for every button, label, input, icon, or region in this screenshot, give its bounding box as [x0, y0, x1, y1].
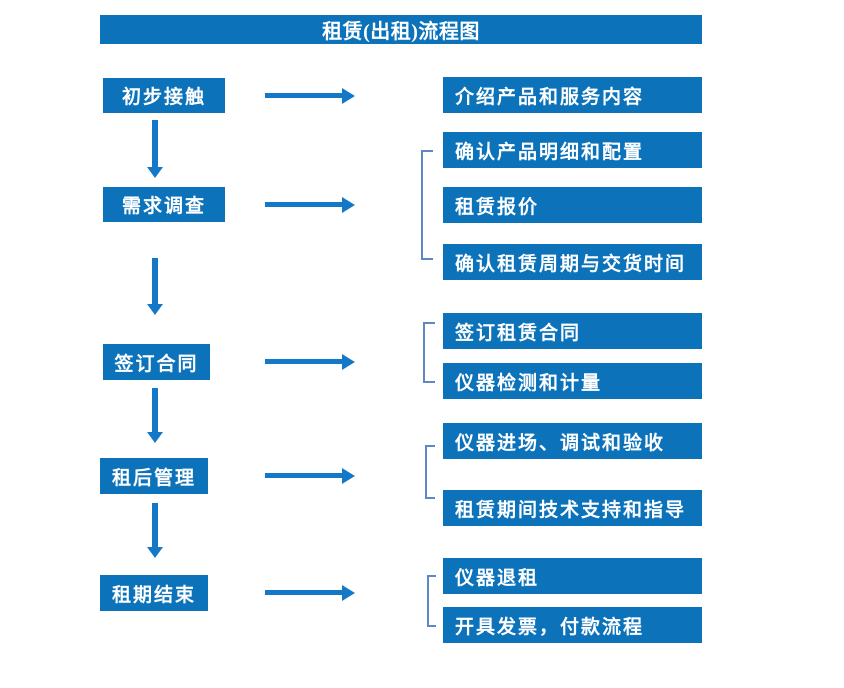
bracket-connector [427, 575, 436, 627]
arrow-right-icon [265, 473, 342, 478]
detail-box-rental-quotation: 租赁报价 [443, 187, 702, 223]
step-box-post-rental-management: 租后管理 [100, 458, 208, 494]
detail-box-invoice-payment: 开具发票，付款流程 [443, 607, 702, 643]
arrow-right-icon [265, 359, 342, 364]
bracket-connector [423, 322, 435, 383]
detail-box-tech-support: 租赁期间技术支持和指导 [443, 490, 702, 526]
detail-box-instrument-setup-acceptance: 仪器进场、调试和验收 [443, 423, 702, 459]
bracket-connector [425, 445, 435, 499]
arrow-right-icon [265, 202, 342, 207]
bracket-connector [421, 150, 433, 260]
step-box-lease-end: 租期结束 [100, 575, 208, 611]
arrow-right-icon [265, 93, 342, 98]
step-box-demand-survey: 需求调查 [103, 187, 225, 222]
detail-box-instrument-inspection: 仪器检测和计量 [443, 363, 702, 399]
arrow-down-icon [152, 258, 158, 304]
flowchart-title: 租赁(出租)流程图 [100, 15, 702, 44]
detail-box-instrument-return: 仪器退租 [443, 558, 702, 594]
step-box-initial-contact: 初步接触 [103, 78, 225, 113]
arrow-down-icon [152, 388, 158, 432]
detail-box-confirm-period-delivery: 确认租赁周期与交货时间 [443, 244, 702, 280]
arrow-down-icon [152, 503, 158, 547]
detail-box-introduce-products: 介绍产品和服务内容 [443, 77, 702, 113]
step-box-sign-contract: 签订合同 [103, 344, 210, 380]
arrow-right-icon [265, 590, 342, 595]
detail-box-sign-rental-contract: 签订租赁合同 [443, 313, 702, 349]
arrow-down-icon [152, 120, 158, 167]
detail-box-confirm-product-config: 确认产品明细和配置 [443, 132, 702, 168]
